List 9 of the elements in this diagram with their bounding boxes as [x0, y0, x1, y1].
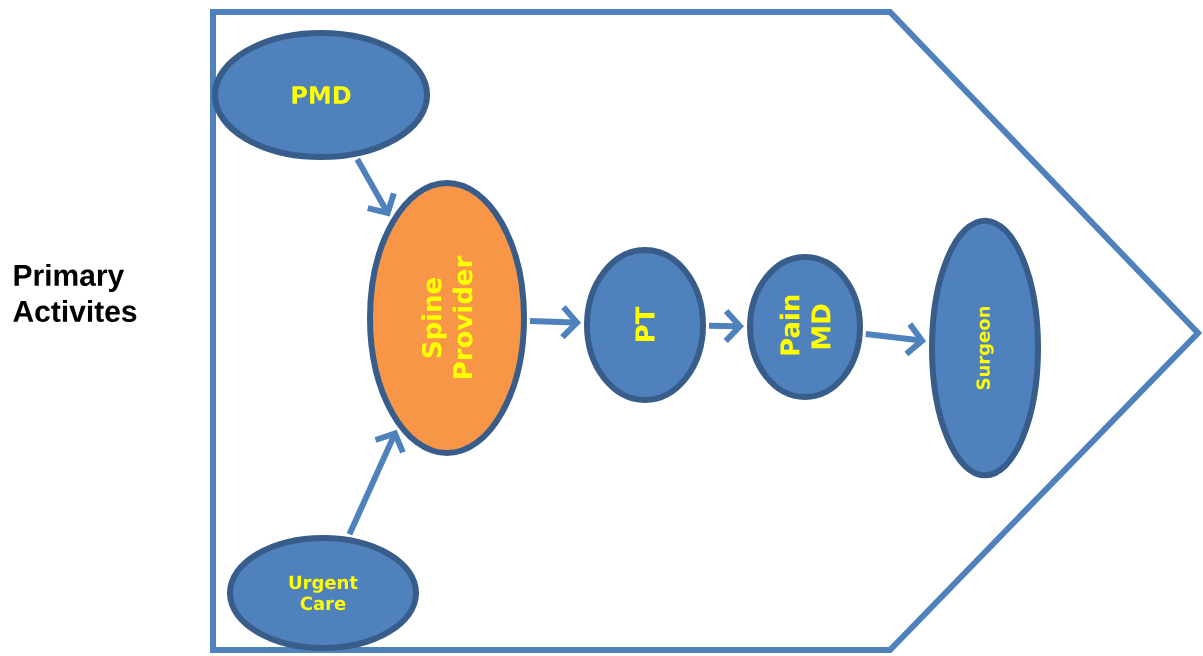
- heading: Primary Activites: [13, 264, 137, 322]
- ellipse-node: Spine Provider: [367, 180, 527, 456]
- arrow: [346, 429, 406, 536]
- ellipse-node: PMD: [211, 30, 431, 160]
- ellipse-node: Pain MD: [747, 254, 863, 400]
- pentagon-arrow: [210, 9, 1203, 653]
- ellipse-node: Surgeon: [929, 217, 1041, 479]
- ellipse-node: Urgent Care: [227, 535, 419, 651]
- ellipse-node: PT: [584, 247, 706, 403]
